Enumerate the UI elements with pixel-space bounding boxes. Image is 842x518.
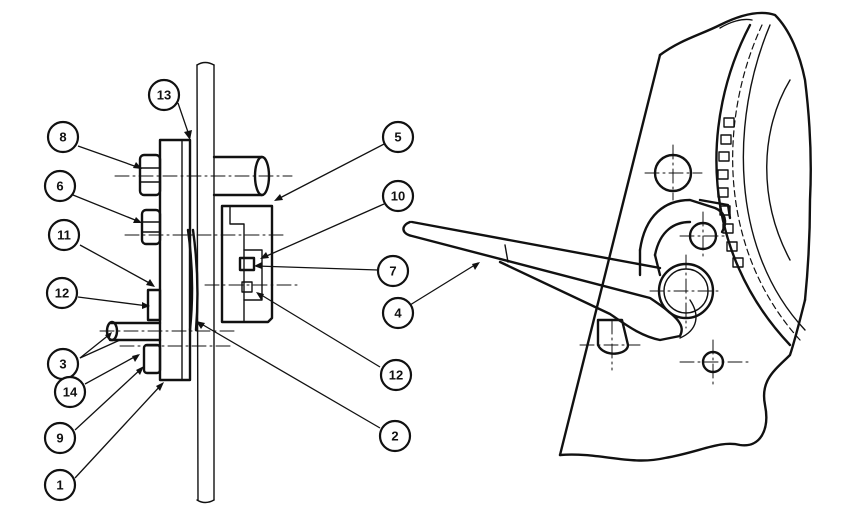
callout-3: 3 — [46, 347, 80, 381]
svg-text:5: 5 — [394, 130, 401, 145]
svg-text:4: 4 — [394, 306, 402, 321]
svg-text:11: 11 — [57, 228, 71, 243]
svg-text:6: 6 — [56, 179, 63, 194]
callout-10: 10 — [381, 179, 415, 213]
callout-9: 9 — [43, 421, 77, 455]
svg-text:9: 9 — [56, 431, 63, 446]
callout-13: 13 — [147, 78, 181, 112]
svg-text:12: 12 — [55, 286, 69, 301]
side-view-assembly — [99, 61, 301, 504]
svg-text:13: 13 — [157, 88, 171, 103]
svg-text:1: 1 — [56, 478, 63, 493]
svg-text:2: 2 — [391, 429, 398, 444]
callout-5: 5 — [381, 120, 415, 154]
callout-4: 4 — [381, 296, 415, 330]
callout-12-right: 12 — [379, 358, 413, 392]
svg-text:8: 8 — [59, 130, 66, 145]
front-view-assembly — [402, 11, 812, 462]
callout-11: 11 — [47, 218, 81, 252]
svg-text:12: 12 — [389, 368, 403, 383]
callout-1: 1 — [43, 468, 77, 502]
callout-7: 7 — [376, 254, 410, 288]
callout-2: 2 — [378, 419, 412, 453]
svg-text:14: 14 — [63, 385, 78, 400]
callout-12-left: 12 — [45, 276, 79, 310]
svg-text:10: 10 — [391, 189, 405, 204]
callout-6: 6 — [43, 169, 77, 203]
svg-text:7: 7 — [389, 264, 396, 279]
leader-lines — [72, 102, 480, 479]
callout-14: 14 — [53, 375, 87, 409]
callout-8: 8 — [46, 120, 80, 154]
svg-text:3: 3 — [59, 357, 66, 372]
